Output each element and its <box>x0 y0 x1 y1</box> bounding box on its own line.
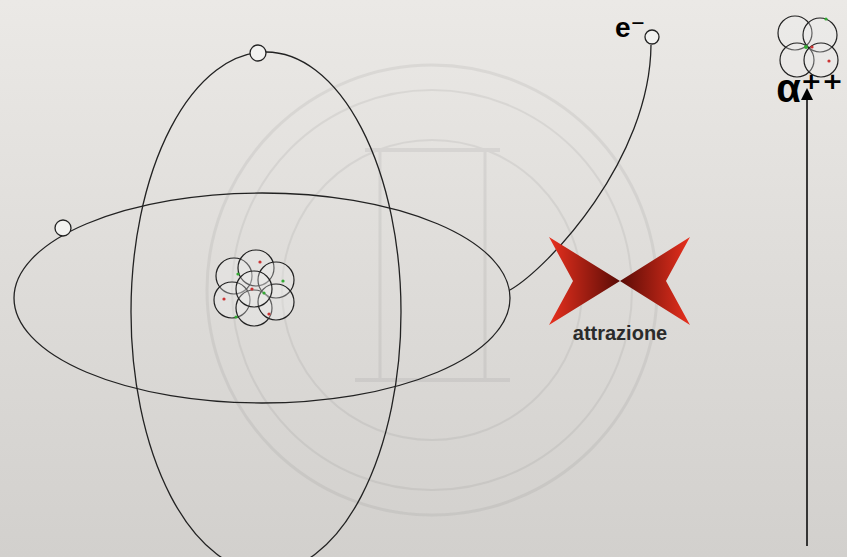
alpha-label: α⁺⁺ <box>776 68 843 108</box>
motion-arrow <box>806 94 808 546</box>
nucleus <box>214 250 294 326</box>
electron-label: e⁻ <box>615 14 645 42</box>
orbit <box>14 52 510 557</box>
seal-watermark <box>207 65 657 515</box>
attraction-symbol <box>549 237 690 325</box>
electron <box>55 30 659 557</box>
electron-path <box>510 45 651 290</box>
attraction-label: attrazione <box>573 323 667 343</box>
nucleon-dots <box>222 260 284 318</box>
